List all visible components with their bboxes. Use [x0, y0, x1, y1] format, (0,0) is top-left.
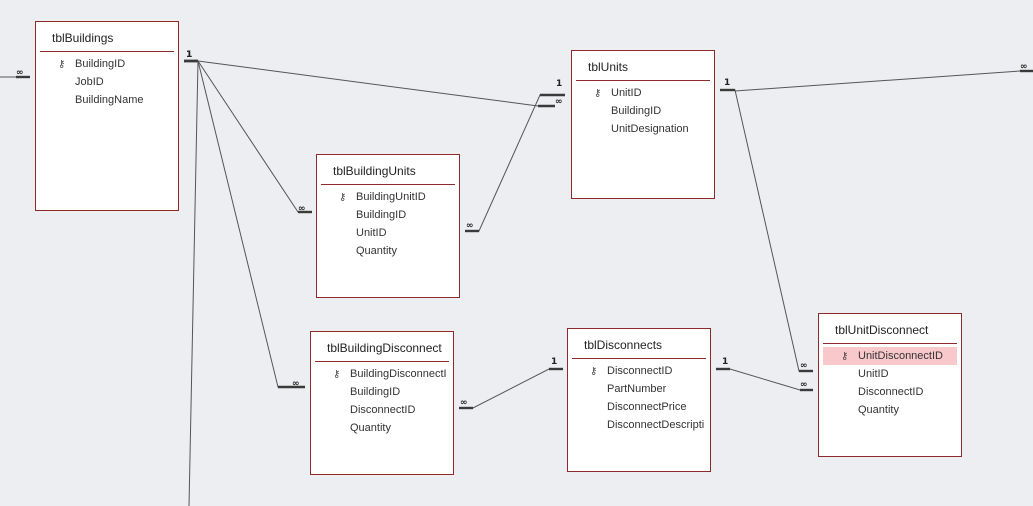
- field-name: UnitDisconnectID: [858, 350, 943, 362]
- table-tblUnits[interactable]: tblUnits ⚷ UnitID BuildingID UnitDesignation: [571, 50, 715, 199]
- field-row[interactable]: PartNumber: [572, 380, 706, 398]
- relationship-tblBuildingDisconnect-tblDisconnects[interactable]: ∞1: [459, 357, 563, 410]
- cardinality-label: ∞: [292, 379, 300, 389]
- relationship-tblBuildingUnits-tblUnits[interactable]: ∞∞: [465, 93, 565, 233]
- field-list: ⚷ BuildingUnitID BuildingID UnitID Quantity: [317, 185, 459, 260]
- key-icon: ⚷: [841, 351, 849, 362]
- field-row[interactable]: ⚷ BuildingDisconnectI: [315, 365, 449, 383]
- key-icon: ⚷: [58, 59, 66, 70]
- field-name: DisconnectID: [858, 386, 924, 398]
- cardinality-label: 1: [724, 78, 730, 88]
- table-tblBuildingDisconnect[interactable]: tblBuildingDisconnect ⚷ BuildingDisconnect…: [310, 331, 454, 475]
- relationship-tblDisconnects-tblUnitDisconnect[interactable]: 1∞: [716, 357, 813, 392]
- field-row[interactable]: DisconnectID: [823, 383, 957, 401]
- field-row[interactable]: UnitID: [823, 365, 957, 383]
- field-name: Quantity: [350, 422, 391, 434]
- cardinality-label: 1: [556, 79, 562, 89]
- field-row[interactable]: Quantity: [321, 242, 455, 260]
- field-row[interactable]: DisconnectDescripti: [572, 416, 706, 434]
- field-name: UnitDesignation: [611, 123, 689, 135]
- cardinality-label: 1: [551, 357, 557, 367]
- field-row[interactable]: DisconnectPrice: [572, 398, 706, 416]
- field-name: UnitID: [858, 368, 889, 380]
- field-name: PartNumber: [607, 383, 667, 395]
- field-row[interactable]: ⚷ UnitID: [576, 84, 710, 102]
- field-name: DisconnectID: [607, 365, 673, 377]
- field-list: ⚷ UnitDisconnectID UnitID DisconnectID Quant…: [819, 344, 961, 419]
- cardinality-label: ∞: [16, 68, 24, 78]
- field-name: UnitID: [611, 87, 642, 99]
- field-name: BuildingID: [350, 386, 401, 398]
- cardinality-label: 1: [186, 50, 192, 60]
- field-row[interactable]: BuildingID: [321, 206, 455, 224]
- field-row[interactable]: BuildingName: [40, 91, 174, 109]
- table-tblUnitDisconnect[interactable]: tblUnitDisconnect ⚷ UnitDisconnectID UnitID…: [818, 313, 962, 457]
- table-title[interactable]: tblUnitDisconnect: [823, 314, 957, 344]
- field-row[interactable]: DisconnectID: [315, 401, 449, 419]
- cardinality-label: ∞: [466, 221, 474, 231]
- field-row[interactable]: ⚷ UnitDisconnectID: [823, 347, 957, 365]
- offscreen-relationship-left[interactable]: ∞: [0, 68, 30, 79]
- table-title[interactable]: tblBuildingDisconnect: [315, 332, 449, 362]
- field-name: DisconnectDescripti: [607, 419, 705, 431]
- field-row[interactable]: UnitDesignation: [576, 120, 710, 138]
- cardinality-label: ∞: [555, 97, 563, 107]
- cardinality-label: 1: [186, 50, 192, 60]
- key-icon: ⚷: [594, 88, 602, 99]
- field-row[interactable]: ⚷ BuildingUnitID: [321, 188, 455, 206]
- relationship-tblBuildings-tblBuildingDisconnect[interactable]: ∞: [184, 59, 305, 389]
- field-name: UnitID: [356, 227, 387, 239]
- relationship-tblBuildings-tblBuildingUnits[interactable]: ∞: [184, 59, 312, 214]
- key-icon: ⚷: [333, 369, 341, 380]
- field-row[interactable]: ⚷ BuildingID: [40, 55, 174, 73]
- offscreen-relationship-bottom[interactable]: [188, 60, 199, 506]
- table-title[interactable]: tblDisconnects: [572, 329, 706, 359]
- cardinality-label: ∞: [800, 380, 808, 390]
- field-name: BuildingName: [75, 94, 144, 106]
- table-tblBuildings[interactable]: tblBuildings ⚷ BuildingID JobID BuildingName: [35, 21, 179, 211]
- field-row[interactable]: JobID: [40, 73, 174, 91]
- field-name: BuildingDisconnectI: [350, 368, 447, 380]
- field-row[interactable]: Quantity: [823, 401, 957, 419]
- field-name: BuildingUnitID: [356, 191, 426, 203]
- field-name: BuildingID: [75, 58, 126, 70]
- field-list: ⚷ UnitID BuildingID UnitDesignation: [572, 81, 714, 138]
- field-list: ⚷ BuildingDisconnectI BuildingID Disconnect…: [311, 362, 453, 437]
- relationship-tblBuildings-tblUnits[interactable]: 11: [184, 50, 562, 108]
- table-tblBuildingUnits[interactable]: tblBuildingUnits ⚷ BuildingUnitID BuildingI…: [316, 154, 460, 298]
- field-name: BuildingID: [356, 209, 407, 221]
- field-name: JobID: [75, 76, 104, 88]
- field-name: DisconnectID: [350, 404, 416, 416]
- field-list: ⚷ BuildingID JobID BuildingName: [36, 52, 178, 109]
- cardinality-label: ∞: [298, 204, 306, 214]
- field-row[interactable]: ⚷ DisconnectID: [572, 362, 706, 380]
- cardinality-label: ∞: [460, 398, 468, 408]
- cardinality-label: ∞: [1020, 62, 1028, 72]
- field-row[interactable]: BuildingID: [315, 383, 449, 401]
- field-name: DisconnectPrice: [607, 401, 687, 413]
- table-title[interactable]: tblBuildings: [40, 22, 174, 52]
- key-icon: ⚷: [590, 366, 598, 377]
- field-name: Quantity: [356, 245, 397, 257]
- relationship-tblUnits-tblUnitDisconnect[interactable]: 1∞: [720, 78, 813, 373]
- field-name: BuildingID: [611, 105, 662, 117]
- field-row[interactable]: BuildingID: [576, 102, 710, 120]
- key-icon: ⚷: [339, 192, 347, 203]
- table-title[interactable]: tblUnits: [576, 51, 710, 81]
- field-row[interactable]: Quantity: [315, 419, 449, 437]
- offscreen-relationship-right[interactable]: ∞: [734, 62, 1033, 92]
- field-row[interactable]: UnitID: [321, 224, 455, 242]
- table-title[interactable]: tblBuildingUnits: [321, 155, 455, 185]
- field-name: Quantity: [858, 404, 899, 416]
- cardinality-label: 1: [722, 357, 728, 367]
- cardinality-label: ∞: [800, 361, 808, 371]
